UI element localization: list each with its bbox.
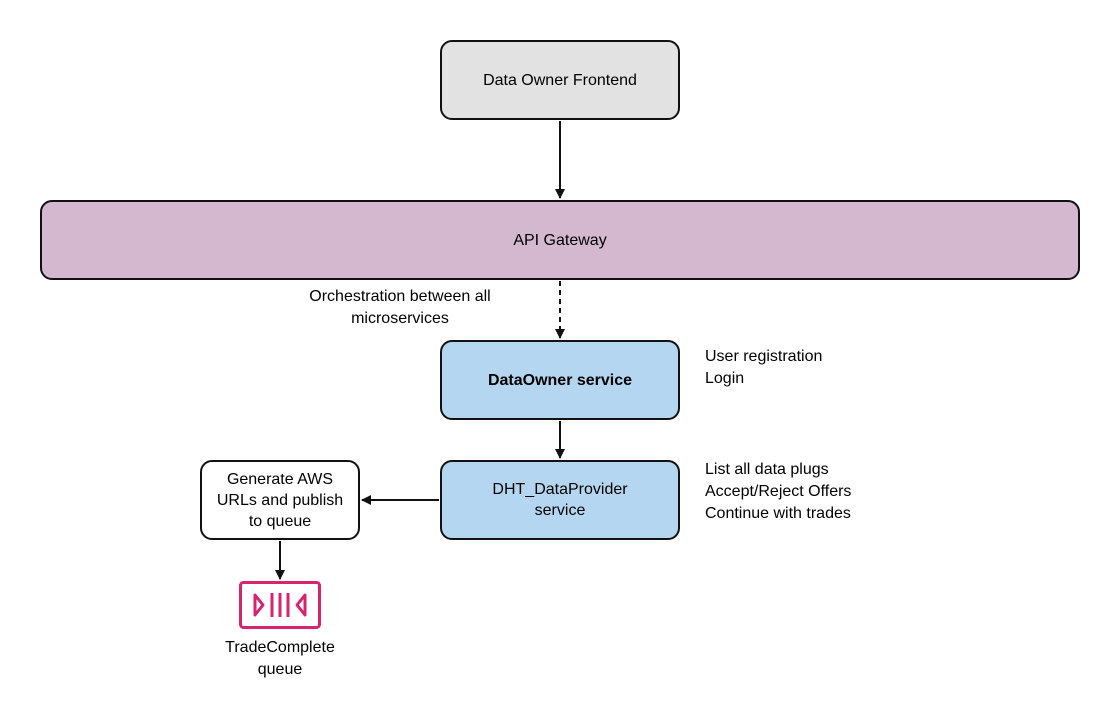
orchestration-note: Orchestration between all microservices <box>280 286 520 330</box>
api-gateway-label: API Gateway <box>513 231 607 249</box>
dht-dataprovider-label-line: service <box>534 502 586 519</box>
dataowner-note-line: Login <box>705 370 745 387</box>
generate-aws-urls-node: Generate AWS URLs and publish to queue <box>200 460 360 540</box>
dataowner-notes: User registration Login <box>705 346 822 390</box>
dataprovider-note-line: List all data plugs <box>705 461 829 478</box>
tradecomplete-queue-label: TradeComplete queue <box>200 637 360 681</box>
orchestration-line: Orchestration between all <box>309 288 491 305</box>
data-owner-frontend-label: Data Owner Frontend <box>483 71 637 89</box>
dataowner-service-label: DataOwner service <box>487 371 633 389</box>
generate-aws-label-line: Generate AWS <box>226 470 334 488</box>
data-owner-frontend-node: Data Owner Frontend <box>440 40 680 120</box>
dataowner-note-line: User registration <box>705 348 823 365</box>
queue-label-line: queue <box>257 661 303 678</box>
dataprovider-notes: List all data plugs Accept/Reject Offers… <box>705 459 851 525</box>
dataprovider-note-line: Accept/Reject Offers <box>705 483 852 500</box>
dht-dataprovider-service-node: DHT_DataProvider service <box>440 460 680 540</box>
generate-aws-label-line: URLs and publish <box>216 491 344 509</box>
dht-dataprovider-label-line: DHT_DataProvider <box>492 481 628 498</box>
dataprovider-note-line: Continue with trades <box>705 505 851 522</box>
dataowner-service-node: DataOwner service <box>440 340 680 420</box>
generate-aws-label-line: to queue <box>248 512 312 530</box>
queue-label-line: TradeComplete <box>225 639 335 656</box>
api-gateway-node: API Gateway <box>40 200 1080 280</box>
queue-icon <box>239 581 321 629</box>
orchestration-line: microservices <box>351 310 449 327</box>
